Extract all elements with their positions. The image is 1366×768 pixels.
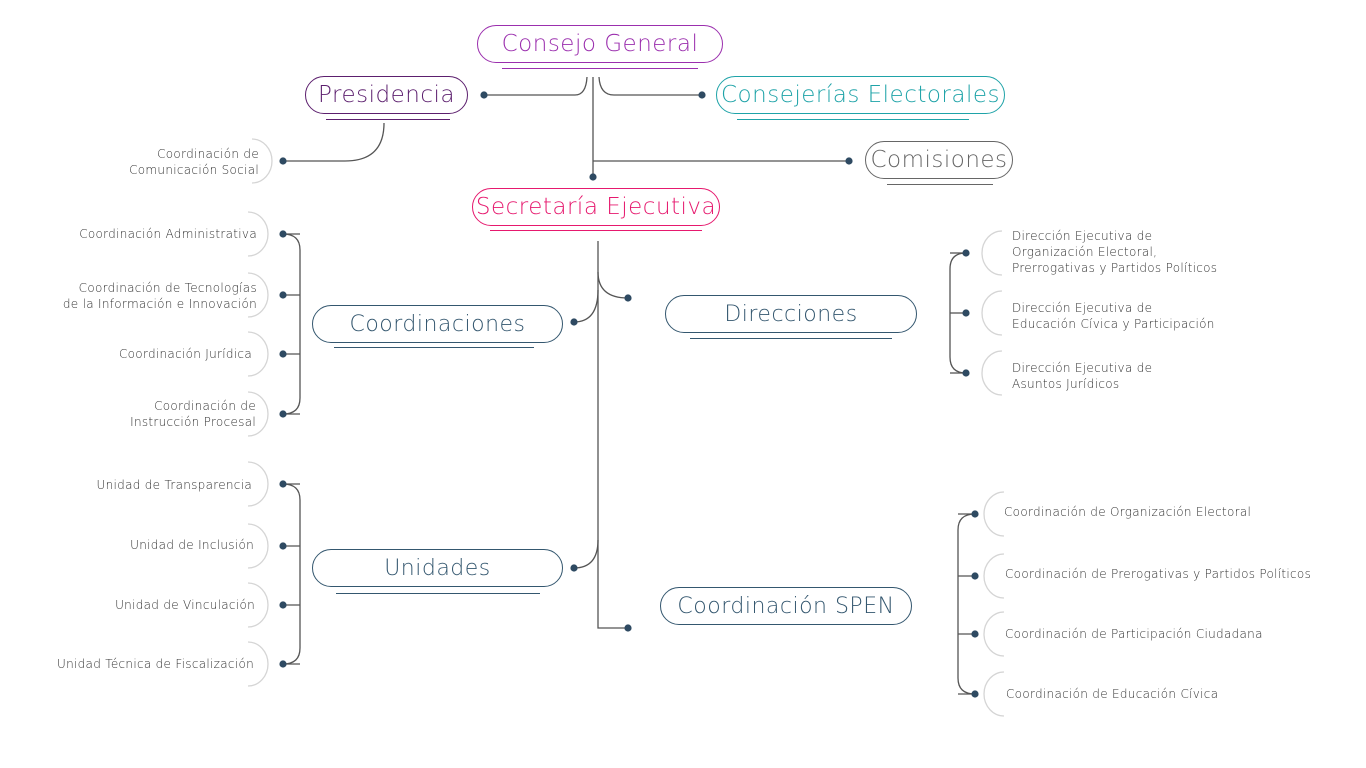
- direcciones-item-dot: [962, 309, 970, 317]
- coordinaciones-dot: [570, 318, 578, 326]
- unidades-item-dot: [279, 542, 287, 550]
- coordinaciones-item-arc: [247, 331, 269, 377]
- unidades-underline: [336, 593, 540, 594]
- direcciones-node: Direcciones: [665, 295, 917, 333]
- spen-item-arc: [983, 671, 1005, 717]
- spen-item-dot: [971, 510, 979, 518]
- consejerias-underline: [737, 119, 969, 120]
- coordinacion-spen-node: Coordinación SPEN: [660, 587, 912, 625]
- coordinaciones-underline: [334, 347, 534, 348]
- secretaria-trunk-line: [597, 241, 628, 629]
- secretaria-underline: [490, 230, 702, 231]
- coordinaciones-item-arc: [247, 272, 269, 318]
- direcciones-underline: [690, 338, 892, 339]
- coordinacion-administrativa-label: Coordinación Administrativa: [79, 227, 257, 241]
- comisiones-node: Comisiones: [865, 141, 1013, 179]
- consejerias-connector: [598, 76, 701, 96]
- coordinaciones-item-arc: [247, 391, 269, 437]
- direcciones-item-arc: [981, 290, 1003, 336]
- comunicacion-arc: [251, 138, 273, 184]
- coordinaciones-item-dot: [279, 230, 287, 238]
- direcciones-item-dot: [962, 369, 970, 377]
- spen-bracket: [957, 513, 976, 695]
- comunicacion-dot: [279, 157, 287, 165]
- coordinaciones-item-dot: [279, 410, 287, 418]
- unidades-node: Unidades: [312, 549, 563, 587]
- unidades-item-dot: [279, 660, 287, 668]
- secretaria-dot: [589, 173, 597, 181]
- coordinaciones-item-dot: [279, 291, 287, 299]
- coordinaciones-item-dot: [279, 350, 287, 358]
- unidades-dot: [570, 564, 578, 572]
- coordinaciones-connector: [573, 289, 599, 323]
- spen-participacion-label: Coordinación de Participación Ciudadana: [1005, 627, 1263, 641]
- unidades-item-dot: [279, 480, 287, 488]
- spen-organizacion-label: Coordinación de Organización Electoral: [1004, 505, 1252, 519]
- coordinaciones-bracket: [282, 233, 301, 415]
- spen-item-arc: [983, 611, 1005, 657]
- consejerias-electorales-node: Consejerías Electorales: [716, 76, 1005, 114]
- spen-item-dot: [971, 690, 979, 698]
- consejo-general-underline: [502, 68, 698, 69]
- unidad-fiscalizacion-label: Unidad Técnica de Fiscalización: [57, 657, 254, 671]
- spen-educacion-label: Coordinación de Educación Cívica: [1006, 687, 1219, 701]
- unidad-transparencia-label: Unidad de Transparencia: [96, 478, 252, 492]
- presidencia-connector: [486, 76, 588, 96]
- unidades-item-arc: [247, 523, 269, 569]
- unidades-connector: [573, 539, 599, 569]
- presidencia-dot: [480, 91, 488, 99]
- comisiones-dot: [845, 157, 853, 165]
- consejerias-dot: [698, 91, 706, 99]
- spen-item-arc: [983, 491, 1005, 537]
- presidencia-node: Presidencia: [305, 76, 468, 114]
- presidencia-underline: [326, 119, 450, 120]
- unidad-vinculacion-label: Unidad de Vinculación: [115, 598, 255, 612]
- unidades-item-arc: [247, 582, 269, 628]
- direcciones-item-dot: [962, 249, 970, 257]
- comunicacion-connector: [283, 122, 385, 162]
- spen-prerogativas-label: Coordinación de Prerogativas y Partidos …: [1005, 567, 1312, 581]
- spen-dot: [624, 624, 632, 632]
- coordinaciones-item-arc: [247, 211, 269, 257]
- unidades-item-arc: [247, 641, 269, 687]
- bracket-arcs: [247, 138, 1005, 717]
- consejo-general-node: Consejo General: [477, 25, 723, 63]
- spen-item-dot: [971, 572, 979, 580]
- direcciones-connector: [597, 271, 629, 299]
- direcciones-item-arc: [981, 350, 1003, 396]
- coordinaciones-node: Coordinaciones: [312, 305, 563, 343]
- coordinacion-juridica-label: Coordinación Jurídica: [118, 347, 252, 361]
- secretaria-ejecutiva-node: Secretaría Ejecutiva: [472, 188, 720, 226]
- unidades-item-arc: [247, 461, 269, 507]
- direcciones-dot: [624, 294, 632, 302]
- direcciones-item-arc: [981, 230, 1003, 276]
- unidades-item-dot: [279, 601, 287, 609]
- comisiones-underline: [887, 184, 993, 185]
- spen-item-dot: [971, 630, 979, 638]
- spen-item-arc: [983, 553, 1005, 599]
- unidades-bracket: [282, 483, 301, 665]
- connector-dots: [279, 91, 979, 698]
- unidad-inclusion-label: Unidad de Inclusión: [130, 538, 254, 552]
